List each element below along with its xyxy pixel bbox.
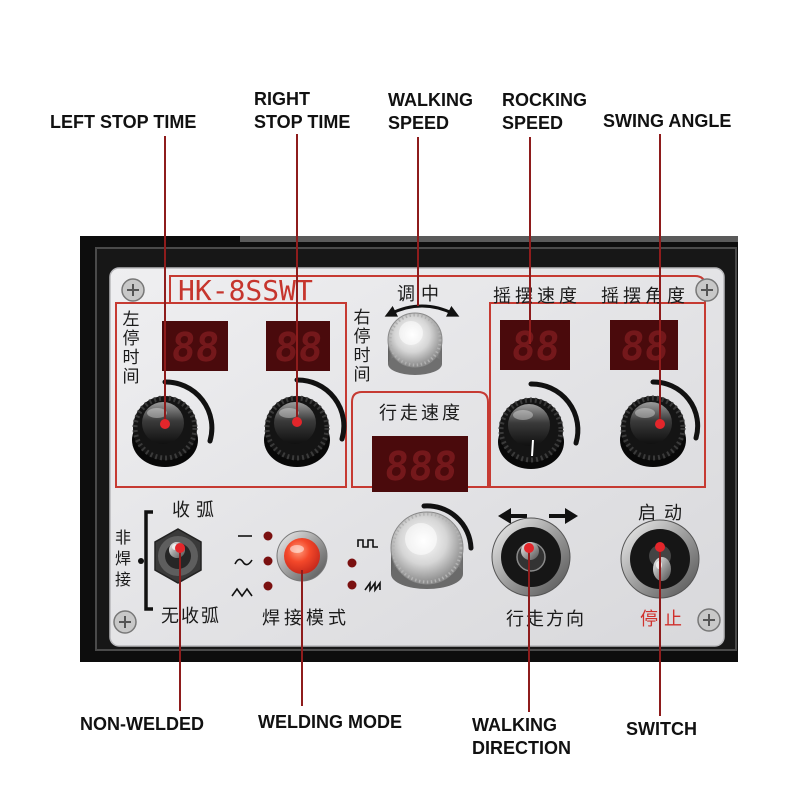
display-left-stop-time: 88 [162,321,228,371]
label-center-adjust: 调中 [397,284,445,305]
callout-rocking-speed-line2: SPEED [502,113,563,133]
non-welded-bracket [138,510,153,611]
callout-dot [175,543,185,553]
callout-swing-angle: SWING ANGLE [603,111,731,131]
label-arc-close: 收弧 [172,500,220,521]
svg-text:888: 888 [382,444,459,490]
label-walking-direction: 行走方向 [506,609,586,630]
led-indicator [347,580,357,590]
label-walking-speed: 行走速度 [379,403,463,424]
screw-top-left-icon [121,278,145,302]
triangle-wave-icon [231,587,253,598]
callout-dot [655,542,665,552]
callout-dot [655,419,665,429]
swing-angle-knob[interactable] [620,379,701,467]
callout-right-stop-time-line2: STOP TIME [254,112,350,132]
square-wave-icon [357,539,378,548]
label-swing-angle: 摇摆角度 [601,286,689,307]
arrow-left-icon [498,508,527,524]
screw-bottom-left-icon [113,610,137,634]
svg-text:88: 88 [509,324,562,370]
callout-walking-direction-line1: WALKING [472,715,557,735]
svg-text:88: 88 [272,325,325,371]
led-indicator [347,558,357,568]
label-stop: 停止 [640,609,688,630]
display-rocking-speed: 88 [500,320,570,370]
label-no-arc-close: 无收弧 [161,606,221,627]
arrow-right-icon [549,508,578,524]
display-walking-speed: 888 [372,436,468,492]
callout-switch: SWITCH [626,719,697,739]
label-right-stop-time: 右停时间 [353,308,371,385]
led-indicator [263,581,273,591]
callout-dot [292,417,302,427]
screw-bottom-right-icon [697,608,721,632]
callout-dot [524,543,534,553]
callout-rocking-speed-line1: ROCKING [502,90,587,110]
sine-wave-icon [234,558,253,566]
walking-speed-knob[interactable] [390,503,474,589]
curved-double-arrow-icon [384,304,460,317]
led-indicator [263,556,273,566]
label-left-stop-time: 左停时间 [122,310,140,387]
direction-arrows [498,508,578,524]
label-welding-mode: 焊接模式 [262,608,350,629]
label-rocking-speed: 摇摆速度 [493,286,581,307]
callout-right-stop-time-line1: RIGHT [254,89,310,109]
callout-walking-speed-line1: WALKING [388,90,473,110]
model-name: HK-8SSWT [178,274,313,307]
center-adjust-knob[interactable] [387,312,443,375]
walking-direction-toggle-switch[interactable] [491,517,571,597]
label-non-welding: 非焊接 [114,528,131,589]
callout-non-welded: NON-WELDED [80,714,204,734]
led-indicator [263,531,273,541]
callout-welding-mode: WELDING MODE [258,712,402,732]
callout-walking-direction-line2: DIRECTION [472,738,571,758]
welding-mode-indicators [231,531,381,598]
label-start: 启动 [638,503,690,524]
rocking-speed-knob[interactable] [498,381,581,469]
callout-walking-speed-line2: SPEED [388,113,449,133]
svg-text:88: 88 [169,325,222,371]
callout-leaders [160,134,665,716]
svg-text:88: 88 [618,324,671,370]
display-swing-angle: 88 [610,320,678,370]
callout-dot [160,419,170,429]
welding-mode-button[interactable] [276,530,328,582]
sawtooth-wave-icon [364,580,381,593]
callout-left-stop-time: LEFT STOP TIME [50,112,196,132]
screw-top-right-icon [695,278,719,302]
